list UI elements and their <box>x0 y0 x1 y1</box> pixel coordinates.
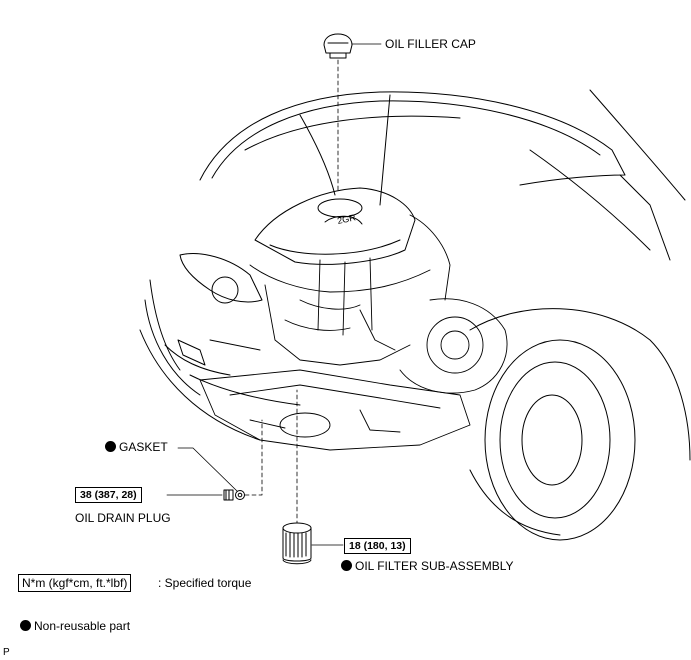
legend-non-reusable: Non-reusable part <box>20 619 130 633</box>
engine-block <box>249 214 508 394</box>
engine-cover: 2GR <box>254 187 416 265</box>
label-oil-filter-text: OIL FILTER SUB-ASSEMBLY <box>355 559 514 573</box>
label-gasket-text: GASKET <box>119 440 168 454</box>
front-body <box>139 253 301 441</box>
oil-filler-cap-part <box>323 33 353 59</box>
non-reusable-dot-icon <box>105 441 116 452</box>
oil-filter-part <box>282 522 312 565</box>
corner-code: P <box>3 647 10 658</box>
legend-torque-text: : Specified torque <box>158 576 252 590</box>
legend-torque-unit: N*m (kgf*cm, ft.*lbf) <box>18 574 132 592</box>
non-reusable-dot-icon <box>20 620 31 631</box>
label-oil-filler-cap: OIL FILLER CAP <box>385 37 476 51</box>
legend-non-reusable-text: Non-reusable part <box>34 619 131 633</box>
svg-text:2GR: 2GR <box>336 212 357 226</box>
label-oil-drain-plug: OIL DRAIN PLUG <box>75 511 171 525</box>
non-reusable-dot-icon <box>341 560 352 571</box>
drain-plug-part <box>223 489 245 501</box>
label-oil-filter: OIL FILTER SUB-ASSEMBLY <box>341 559 513 573</box>
engine-under-cover <box>199 369 471 451</box>
torque-box-drain-plug: 38 (387, 28) <box>75 487 142 503</box>
leader-lines <box>166 43 382 546</box>
hood <box>199 91 626 206</box>
torque-box-oil-filter: 18 (180, 13) <box>344 538 411 554</box>
label-gasket: GASKET <box>105 440 168 454</box>
front-wheel <box>469 308 691 541</box>
windshield <box>529 89 686 261</box>
